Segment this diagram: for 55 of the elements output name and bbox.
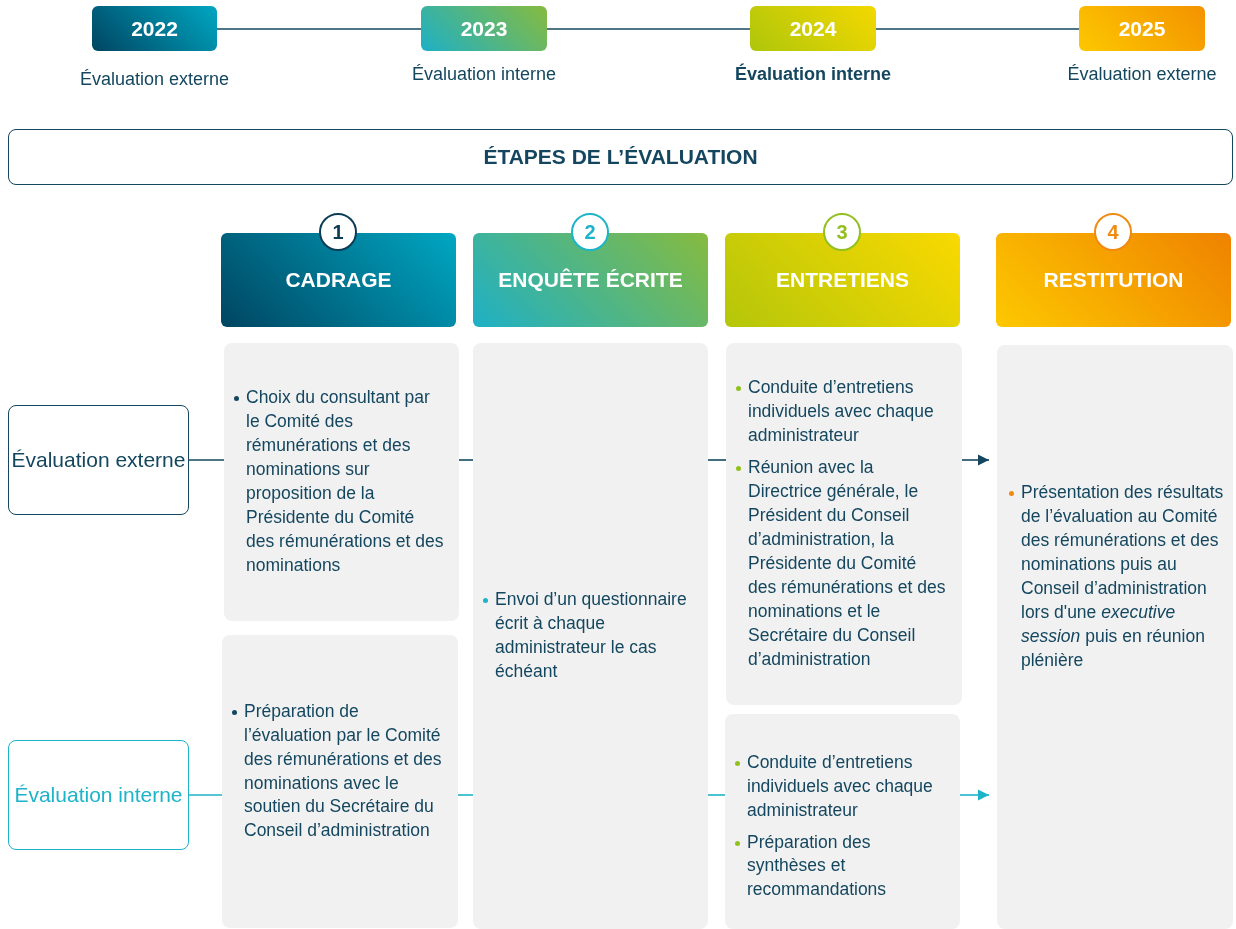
content-card	[997, 345, 1233, 929]
year-label: 2022	[131, 16, 178, 40]
evaluation-type-label: Évaluation externe	[11, 447, 186, 471]
evaluation-type-caption: Évaluation interne	[733, 64, 892, 85]
step-title: ENTRETIENS	[776, 268, 909, 291]
arrow	[959, 789, 990, 801]
step-number: 2	[584, 220, 596, 243]
bullet-text: Conduite d’entretiens individuels avec chaque administrateur	[748, 376, 935, 448]
evaluation-type-caption: Évaluation interne	[410, 64, 558, 85]
connector-line	[707, 459, 727, 461]
evaluation-type-label: Évaluation interne	[14, 782, 183, 806]
step-title: ENQUÊTE ÉCRITE	[498, 268, 683, 291]
evaluation-type-caption: Évaluation externe	[1066, 64, 1218, 85]
evaluation-type-box	[8, 740, 189, 850]
connector-line	[188, 794, 223, 796]
step-title: CADRAGE	[285, 268, 392, 291]
section-banner	[8, 129, 1233, 185]
bullet-text: Préparation de l’évaluation par le Comité des rémunérations et des nominations avec le soutien du Secrétaire du Conseil d’administration	[244, 699, 443, 843]
bullet-text: Conduite d’entretiens individuels avec chaque administrateur	[747, 750, 934, 822]
year-box	[750, 6, 876, 51]
bullet-text: Présentation des résultats de l’évaluation au Comité des rémunérations et des nominations puis au Conseil d’administration lors d'une executive session puis en réunion plénière	[1021, 481, 1225, 672]
evaluation-type-box	[8, 405, 189, 515]
bullet-text: Préparation des synthèses et recommandations	[747, 830, 888, 902]
step-number: 1	[332, 220, 344, 243]
connector-line	[546, 28, 751, 30]
connector-line	[457, 794, 474, 796]
step-number-circle	[319, 213, 357, 251]
year-box	[92, 6, 217, 51]
year-label: 2023	[460, 16, 508, 40]
content-card	[222, 635, 458, 928]
year-box	[1079, 6, 1205, 51]
step-number-circle	[823, 213, 861, 251]
connector-line	[875, 28, 1080, 30]
connector-line	[458, 459, 474, 461]
bullet-text: Envoi d’un questionnaire écrit à chaque administrateur le cas échéant	[495, 588, 688, 683]
bullet-text: Réunion avec la Directrice générale, le Président du Conseil d’administration, la Présidente du Comité des rémunérations et des nominations et le Secrétaire du Conseil d’administration	[748, 456, 947, 671]
content-card	[224, 343, 459, 621]
content-card	[473, 343, 708, 929]
bullet-text: Choix du consultant par le Comité des rémunérations et des nominations sur proposition de la Présidente du Comité des rémunérations et des nominations	[246, 386, 445, 577]
connector-line	[216, 28, 422, 30]
year-label: 2024	[789, 16, 837, 40]
step-title: RESTITUTION	[1043, 268, 1184, 291]
evaluation-type-caption: Évaluation externe	[78, 69, 231, 90]
step-number-circle	[1094, 213, 1132, 251]
step-number-circle	[571, 213, 609, 251]
connector-line	[188, 459, 225, 461]
year-box	[421, 6, 547, 51]
step-number: 4	[1107, 220, 1119, 243]
connector-line	[707, 794, 726, 796]
arrow	[961, 454, 990, 466]
content-card	[726, 343, 962, 705]
banner-title: ÉTAPES DE L’ÉVALUATION	[483, 145, 758, 168]
year-label: 2025	[1118, 16, 1166, 40]
step-number: 3	[836, 220, 848, 243]
content-card	[725, 714, 960, 929]
